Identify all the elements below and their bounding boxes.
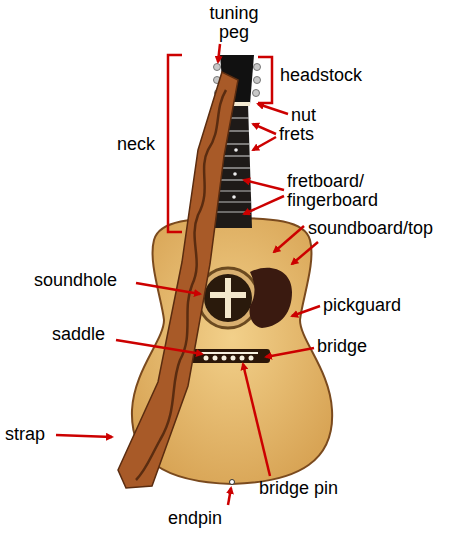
- part-label: neck: [117, 135, 155, 154]
- part-label: tuning peg: [196, 4, 272, 42]
- part-label: saddle: [52, 325, 105, 344]
- part-label: fretboard/ fingerboard: [287, 172, 397, 210]
- soundhole: [204, 274, 252, 322]
- part-label: strap: [5, 425, 45, 444]
- part-label: endpin: [168, 509, 222, 528]
- part-label: bridge: [317, 337, 367, 356]
- bridge-pins: [204, 356, 254, 361]
- saddle: [200, 352, 258, 354]
- endpin: [230, 480, 235, 485]
- part-label: headstock: [280, 66, 362, 85]
- part-label: frets: [279, 125, 314, 144]
- fret-dots: [232, 148, 238, 199]
- part-label: pickguard: [323, 296, 401, 315]
- strap: [118, 72, 238, 488]
- part-label: soundboard/top: [308, 219, 433, 238]
- part-label: bridge pin: [259, 479, 338, 498]
- bridge: [190, 349, 270, 363]
- pickguard: [250, 268, 293, 328]
- part-label: soundhole: [34, 271, 117, 290]
- part-label: nut: [291, 106, 316, 125]
- sound-cross: [210, 292, 246, 298]
- headstock-bracket: [258, 57, 272, 103]
- neck-bracket: [168, 55, 182, 232]
